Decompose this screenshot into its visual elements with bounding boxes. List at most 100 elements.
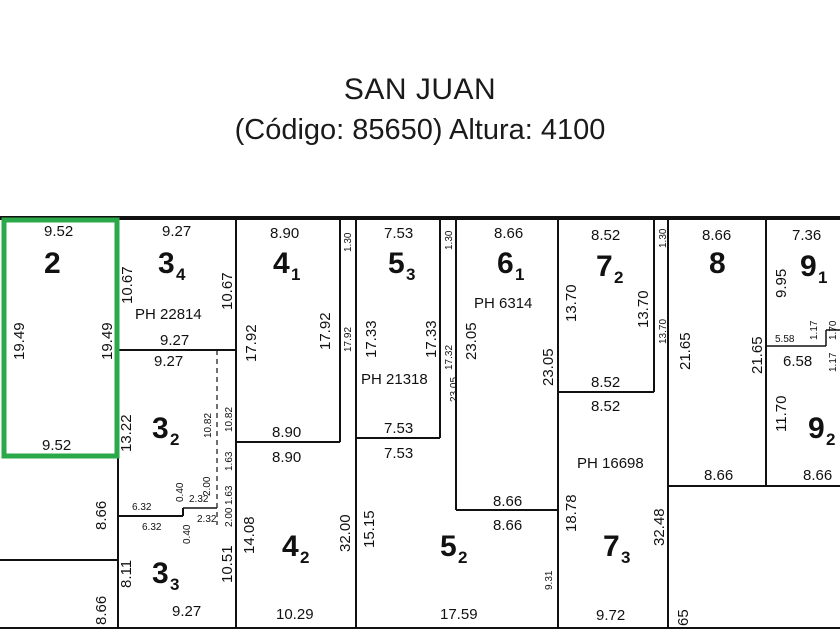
dimension-label: 10.82 [203, 413, 214, 438]
dimension-label: 8.66 [704, 467, 733, 484]
dimension-label: 1.63 [224, 485, 235, 505]
dimension-label: 2.00 [202, 476, 213, 496]
map-header: SAN JUAN (Código: 85650) Altura: 4100 [0, 70, 840, 150]
dimension-label: 1.30 [343, 232, 354, 252]
dimension-label: 1.30 [658, 228, 669, 248]
lot-subscript: 2 [458, 548, 467, 567]
lot-subscript: 3 [406, 265, 415, 284]
dimension-label: 23.05 [463, 322, 480, 360]
highlighted-parcel[interactable] [1, 217, 120, 459]
dimension-label: 13.70 [563, 284, 580, 322]
dimension-label: 17.92 [343, 327, 354, 352]
dimension-label: 8.90 [270, 225, 299, 242]
dimension-label: 8.66 [493, 493, 522, 510]
lot-number: 4 [273, 247, 290, 280]
lot-number: 9 [800, 250, 817, 283]
dimension-label: 8.66 [803, 467, 832, 484]
dimension-label: 9.27 [162, 223, 191, 240]
lot-number: 7 [596, 250, 613, 283]
dimension-label: 7.53 [384, 445, 413, 462]
dimension-label: 18.78 [563, 494, 580, 532]
dimension-label: 8.66 [494, 225, 523, 242]
dimension-label: 8.66 [93, 596, 110, 625]
lot-number: 5 [388, 247, 405, 280]
dimension-label: 9.31 [544, 570, 555, 590]
lot-number: 2 [44, 247, 61, 280]
dimension-label: 8.90 [272, 424, 301, 441]
dimension-label: 6.32 [132, 502, 152, 513]
lot-number: 5 [440, 530, 457, 563]
parcel-lines [0, 216, 840, 629]
dimension-labels: 9.52 19.49 19.49 9.52 9.27 10.67 10.67 9… [11, 223, 839, 626]
lot-subscript: 2 [826, 430, 835, 449]
dimension-label: 9.72 [596, 607, 625, 624]
dimension-label: 1.17 [809, 320, 820, 340]
lot-subscript: 3 [170, 575, 179, 594]
dimension-label: 32.00 [337, 514, 354, 552]
dimension-label: 17.33 [363, 320, 380, 358]
dimension-label: 23.05 [540, 348, 557, 386]
dimension-label: 19.49 [99, 322, 116, 360]
dimension-label: 8.52 [591, 374, 620, 391]
lot-numbers: 2 3 4 3 2 3 3 4 1 4 2 5 3 5 2 6 1 7 2 7 … [44, 247, 835, 594]
lot-number: 3 [152, 412, 169, 445]
dimension-label: 8.66 [493, 517, 522, 534]
dimension-label: 8.90 [272, 449, 301, 466]
dimension-label: 7.53 [384, 420, 413, 437]
dimension-label: 2.00 [224, 507, 235, 527]
ph-label: PH 16698 [577, 455, 644, 472]
dimension-label: 10.67 [119, 266, 136, 304]
dimension-label: 8.66 [702, 227, 731, 244]
dimension-label: 7.36 [792, 227, 821, 244]
dimension-label: 9.27 [154, 353, 183, 370]
lot-subscript: 2 [170, 430, 179, 449]
dimension-label: 2.32 [189, 494, 209, 505]
dimension-label: 10.29 [276, 606, 314, 623]
lot-subscript: 1 [291, 265, 300, 284]
ph-labels: PH 22814 PH 21318 PH 6314 PH 16698 [135, 295, 644, 472]
lot-subscript: 3 [621, 548, 630, 567]
dimension-label: 9.52 [42, 437, 71, 454]
dimension-label: 2.32 [197, 514, 217, 525]
dimension-label: 23.05 [449, 377, 460, 402]
dimension-label: 5.58 [775, 334, 795, 345]
street-name: SAN JUAN [343, 73, 497, 106]
lot-subscript: 2 [300, 548, 309, 567]
dimension-label: 9.95 [773, 269, 790, 298]
dimension-label: 1.17 [828, 352, 839, 372]
dimension-label: 6.58 [783, 353, 812, 370]
dimension-label: 15.15 [361, 510, 378, 548]
dimension-label: 8.11 [118, 560, 135, 588]
dimension-label: 8.52 [591, 227, 620, 244]
dimension-label: 32.48 [651, 508, 668, 546]
ph-label: PH 6314 [474, 295, 532, 312]
lot-subscript: 4 [176, 265, 186, 284]
lot-number: 7 [603, 530, 620, 563]
dimension-label: 17.59 [440, 606, 478, 623]
lot-number: 6 [497, 247, 514, 280]
dimension-label: 21.65 [749, 336, 766, 374]
dimension-label: 17.92 [243, 324, 260, 362]
dimension-label: 9.27 [172, 603, 201, 620]
dimension-label: 7.53 [384, 225, 413, 242]
lot-number: 8 [709, 247, 726, 280]
dimension-label: 14.08 [241, 516, 258, 554]
ph-label: PH 21318 [361, 371, 428, 388]
dimension-label: 11.70 [773, 396, 790, 432]
lot-number: 3 [152, 557, 169, 590]
dimension-label: 10.67 [219, 272, 236, 310]
dimension-label: 1.30 [444, 230, 455, 250]
ph-label: PH 22814 [135, 306, 202, 323]
dimension-label: 21.65 [677, 332, 694, 370]
lot-number: 9 [808, 412, 825, 445]
dimension-label: 0.40 [182, 524, 193, 544]
lot-subscript: 1 [818, 268, 827, 287]
dimension-label: 1.70 [828, 320, 839, 340]
dimension-label: 17.92 [317, 312, 334, 350]
dimension-label: 10.51 [219, 545, 236, 583]
dimension-label: 13.70 [635, 290, 652, 328]
dimension-label: 17.32 [444, 345, 455, 370]
dimension-label: 8.66 [93, 501, 110, 530]
dimension-label: 17.33 [423, 320, 440, 358]
